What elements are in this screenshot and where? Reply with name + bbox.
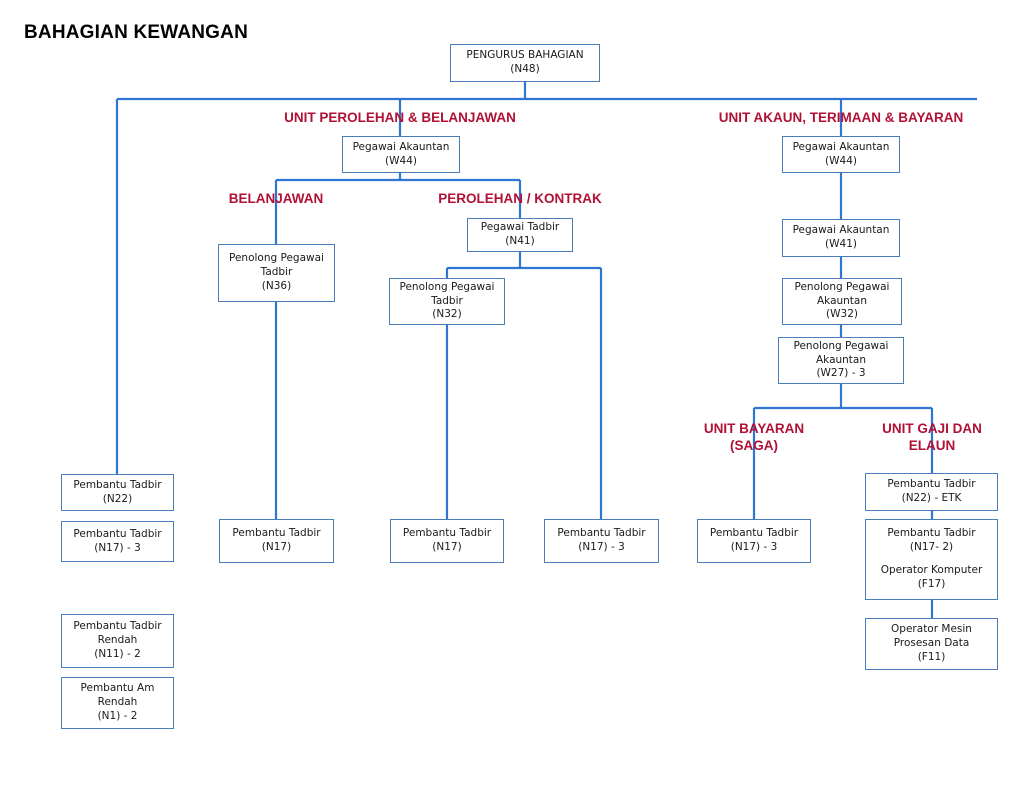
unit-label-line: UNIT BAYARAN bbox=[703, 421, 805, 436]
node-line: (N22) bbox=[102, 492, 133, 505]
node-line: Pembantu Tadbir bbox=[73, 478, 162, 491]
node-saga-pembantu-tadbir-n17-3[interactable]: Pembantu Tadbir (N17) - 3 bbox=[697, 519, 811, 563]
node-line: (N17- 2) bbox=[909, 541, 954, 554]
node-line: (W44) bbox=[385, 154, 417, 167]
unit-label-perolehan-belanjawan: UNIT PEROLEHAN & BELANJAWAN bbox=[284, 110, 516, 125]
node-line: Tadbir bbox=[431, 294, 463, 307]
unit-label-unit-gaji-dan-elaun: UNIT GAJI DAN ELAUN bbox=[857, 421, 1007, 455]
node-line: PENGURUS BAHAGIAN bbox=[466, 49, 584, 62]
node-line: (N17) - 3 bbox=[578, 541, 625, 553]
node-left-pembantu-tadbir-n17-3[interactable]: Pembantu Tadbir (N17) - 3 bbox=[61, 521, 174, 562]
node-kontrak-pembantu-tadbir-n17-3[interactable]: Pembantu Tadbir (N17) - 3 bbox=[544, 519, 659, 563]
node-line: (W27) - 3 bbox=[816, 367, 866, 380]
node-kontrak-pembantu-tadbir-n17[interactable]: Pembantu Tadbir (N17) bbox=[390, 519, 504, 563]
node-belanjawan-penolong-pegawai-tadbir-n36[interactable]: Penolong Pegawai Tadbir (N36) bbox=[218, 244, 335, 302]
node-akaun-pegawai-akauntan-w41[interactable]: Pegawai Akauntan (W41) bbox=[782, 219, 900, 257]
node-line: Tadbir bbox=[260, 266, 293, 279]
node-belanjawan-pembantu-tadbir-n17[interactable]: Pembantu Tadbir (N17) bbox=[219, 519, 334, 563]
node-gaji-pembantu-tadbir-n17-2-operator-komputer-f17[interactable]: Pembantu Tadbir (N17- 2) Operator Komput… bbox=[865, 519, 998, 600]
node-line: Pembantu Tadbir bbox=[709, 527, 799, 540]
unit-label-line: (SAGA) bbox=[730, 437, 778, 453]
node-line: (F17) bbox=[917, 577, 946, 590]
node-line: Penolong Pegawai bbox=[794, 280, 890, 293]
node-line: Pembantu Tadbir bbox=[232, 527, 321, 540]
unit-label-line: ELAUN bbox=[908, 437, 956, 453]
node-line: Rendah bbox=[97, 634, 138, 647]
node-line: Operator Mesin bbox=[891, 623, 972, 636]
node-line: (N32) bbox=[432, 308, 462, 321]
node-line: Pegawai Akauntan bbox=[352, 140, 450, 153]
node-line: Pembantu Am bbox=[80, 682, 155, 695]
node-line: Pembantu Tadbir bbox=[73, 527, 162, 540]
node-line: (N17) bbox=[261, 541, 292, 553]
node-line: (W41) bbox=[825, 238, 857, 250]
unit-label-akaun-terimaan-bayaran: UNIT AKAUN, TERIMAAN & BAYARAN bbox=[718, 110, 964, 125]
node-line: Penolong Pegawai bbox=[399, 280, 495, 293]
node-line: Pegawai Akauntan bbox=[792, 140, 890, 153]
node-line: (N41) bbox=[505, 235, 535, 247]
node-line: (N17) - 3 bbox=[94, 541, 141, 554]
node-line: Akauntan bbox=[815, 353, 867, 366]
unit-label-unit-bayaran: UNIT BAYARAN (SAGA) bbox=[679, 421, 829, 455]
unit-label-belanjawan: BELANJAWAN bbox=[228, 191, 324, 206]
node-pengurus-bahagian[interactable]: PENGURUS BAHAGIAN (N48) bbox=[450, 44, 600, 82]
node-line: Pembantu Tadbir bbox=[402, 527, 492, 540]
node-line: Pegawai Akauntan bbox=[792, 224, 890, 237]
node-gaji-operator-mesin-prosesan-data-f11[interactable]: Operator Mesin Prosesan Data (F11) bbox=[865, 618, 998, 670]
node-line: Rendah bbox=[97, 696, 138, 709]
node-line: Operator Komputer bbox=[880, 564, 983, 576]
node-left-pembantu-am-rendah-n1-2[interactable]: Pembantu Am Rendah (N1) - 2 bbox=[61, 677, 174, 729]
unit-label-perolehan-kontrak: PEROLEHAN / KONTRAK bbox=[438, 191, 602, 206]
node-line: Prosesan Data bbox=[893, 637, 970, 650]
node-line: (W44) bbox=[825, 154, 857, 167]
node-line: Pembantu Tadbir bbox=[73, 620, 162, 633]
node-line: (N1) - 2 bbox=[97, 709, 138, 722]
node-akaun-pegawai-akauntan-w44[interactable]: Pegawai Akauntan (W44) bbox=[782, 136, 900, 173]
node-line: (N22) - ETK bbox=[901, 492, 962, 504]
page-title: BAHAGIAN KEWANGAN bbox=[24, 22, 249, 43]
node-line: Pembantu Tadbir bbox=[557, 527, 646, 540]
node-line: (N17) - 3 bbox=[730, 541, 778, 553]
node-perolehan-pegawai-akauntan-w44[interactable]: Pegawai Akauntan (W44) bbox=[342, 136, 460, 173]
node-line: Pegawai Tadbir bbox=[480, 221, 560, 234]
node-line: Penolong Pegawai bbox=[793, 339, 889, 352]
node-line: (W32) bbox=[826, 308, 858, 321]
unit-label-line: UNIT GAJI DAN bbox=[882, 421, 982, 436]
node-akaun-penolong-pegawai-akauntan-w32[interactable]: Penolong Pegawai Akauntan (W32) bbox=[782, 278, 902, 325]
node-left-pembantu-tadbir-n22[interactable]: Pembantu Tadbir (N22) bbox=[61, 474, 174, 511]
node-line: (N48) bbox=[510, 63, 540, 75]
node-line: Pembantu Tadbir bbox=[887, 527, 976, 540]
node-line: Penolong Pegawai bbox=[229, 252, 324, 265]
node-left-pembantu-tadbir-rendah-n11-2[interactable]: Pembantu Tadbir Rendah (N11) - 2 bbox=[61, 614, 174, 668]
node-line: (N11) - 2 bbox=[94, 647, 141, 660]
node-kontrak-pegawai-tadbir-n41[interactable]: Pegawai Tadbir (N41) bbox=[467, 218, 573, 252]
node-line: (N17) bbox=[432, 541, 462, 553]
node-akaun-penolong-pegawai-akauntan-w27-3[interactable]: Penolong Pegawai Akauntan (W27) - 3 bbox=[778, 337, 904, 384]
node-line: Pembantu Tadbir bbox=[887, 478, 976, 491]
node-line: (F11) bbox=[917, 650, 946, 663]
node-gaji-pembantu-tadbir-n22-etk[interactable]: Pembantu Tadbir (N22) - ETK bbox=[865, 473, 998, 511]
node-line: (N36) bbox=[261, 279, 292, 292]
node-kontrak-penolong-pegawai-tadbir-n32[interactable]: Penolong Pegawai Tadbir (N32) bbox=[389, 278, 505, 325]
node-line: Akauntan bbox=[816, 294, 868, 307]
